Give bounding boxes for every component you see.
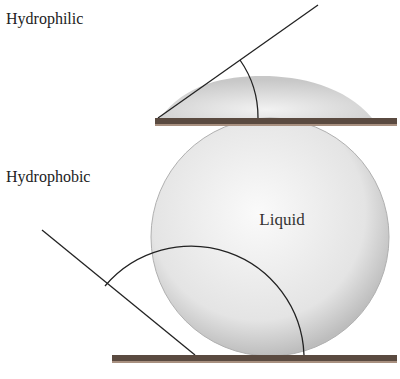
substrate-edge (112, 361, 397, 363)
surface-label: Hydrophilic (6, 10, 83, 28)
flat-droplet (160, 76, 372, 118)
surface-label: Hydrophobic (6, 168, 90, 186)
substrate (112, 355, 397, 361)
droplet-outline (150, 117, 390, 357)
droplet-label: Liquid (259, 210, 304, 230)
contact-angle-arc (240, 60, 258, 118)
droplet-sphere: Liquid (150, 117, 390, 357)
tangent-line (158, 5, 318, 118)
